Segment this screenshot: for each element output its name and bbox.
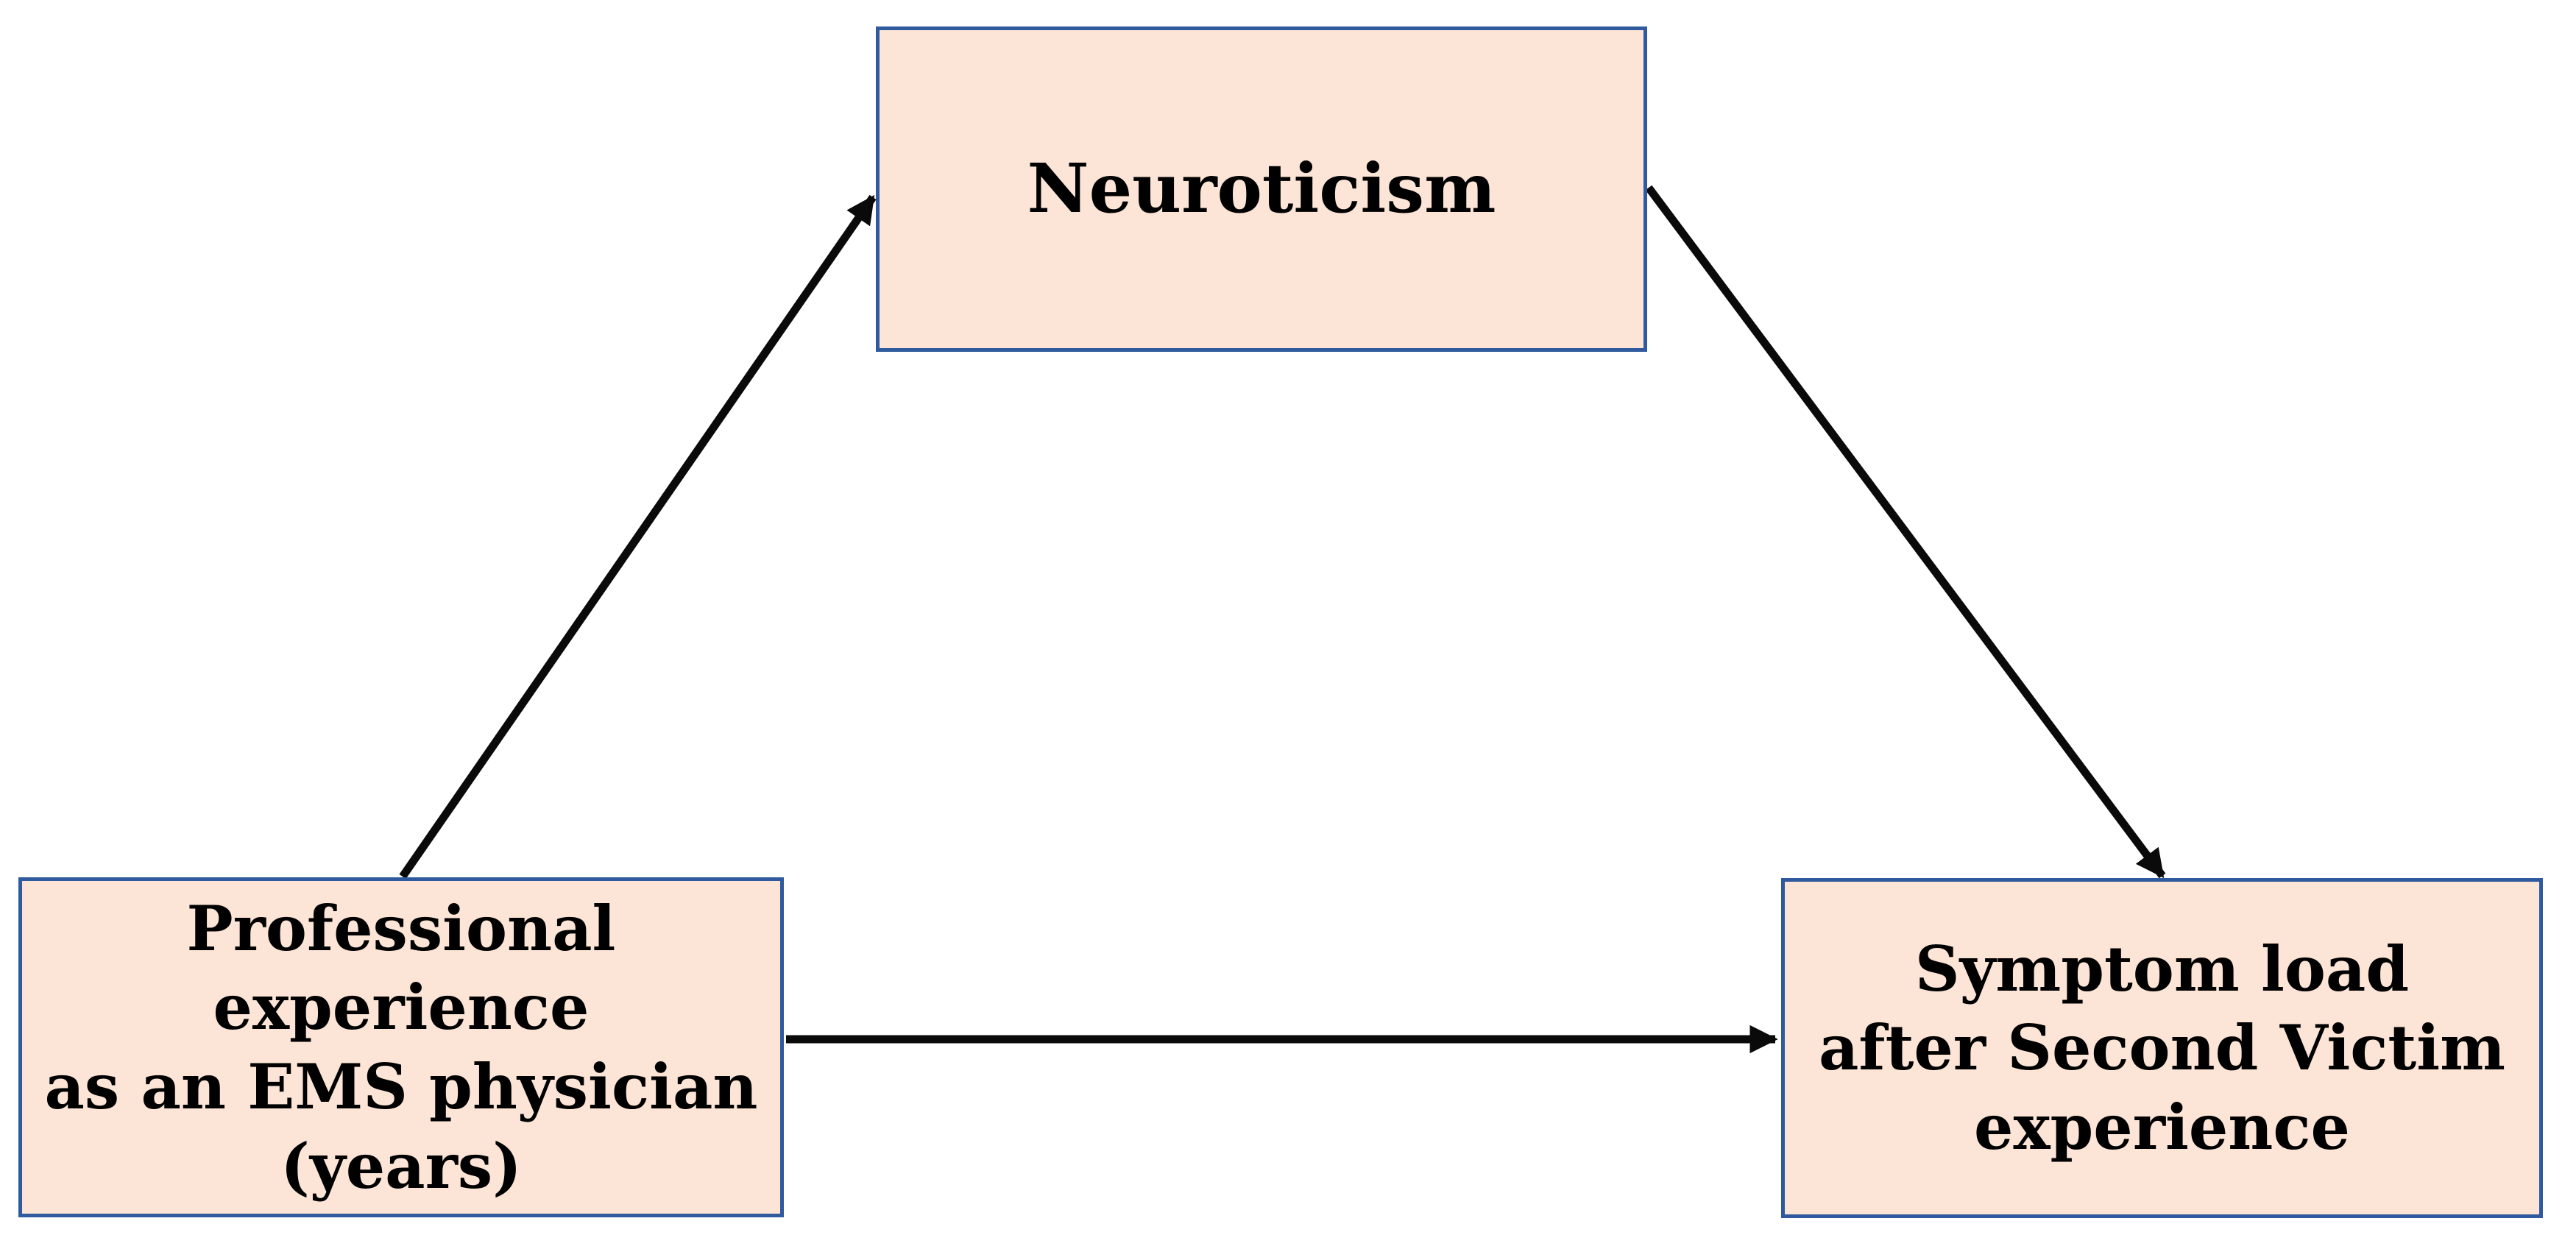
node-symptom-load-line1: Symptom load — [1914, 932, 2410, 1005]
node-symptom-load-line3: experience — [1974, 1090, 2350, 1164]
node-neuroticism-label: Neuroticism — [1027, 149, 1496, 229]
node-professional-experience-line4: (years) — [280, 1129, 522, 1203]
arrow-predictor-to-mediator — [399, 194, 877, 880]
node-professional-experience: Professional experience as an EMS physic… — [18, 877, 784, 1217]
node-symptom-load: Symptom load after Second Victim experie… — [1781, 878, 2543, 1218]
node-professional-experience-line2: experience — [213, 971, 590, 1044]
arrow-mediator-to-outcome — [1645, 185, 2166, 879]
node-professional-experience-line3: as an EMS physician — [44, 1050, 758, 1123]
node-symptom-load-line2: after Second Victim — [1819, 1011, 2505, 1085]
node-neuroticism: Neuroticism — [876, 26, 1647, 352]
node-professional-experience-line1: Professional — [186, 891, 616, 965]
